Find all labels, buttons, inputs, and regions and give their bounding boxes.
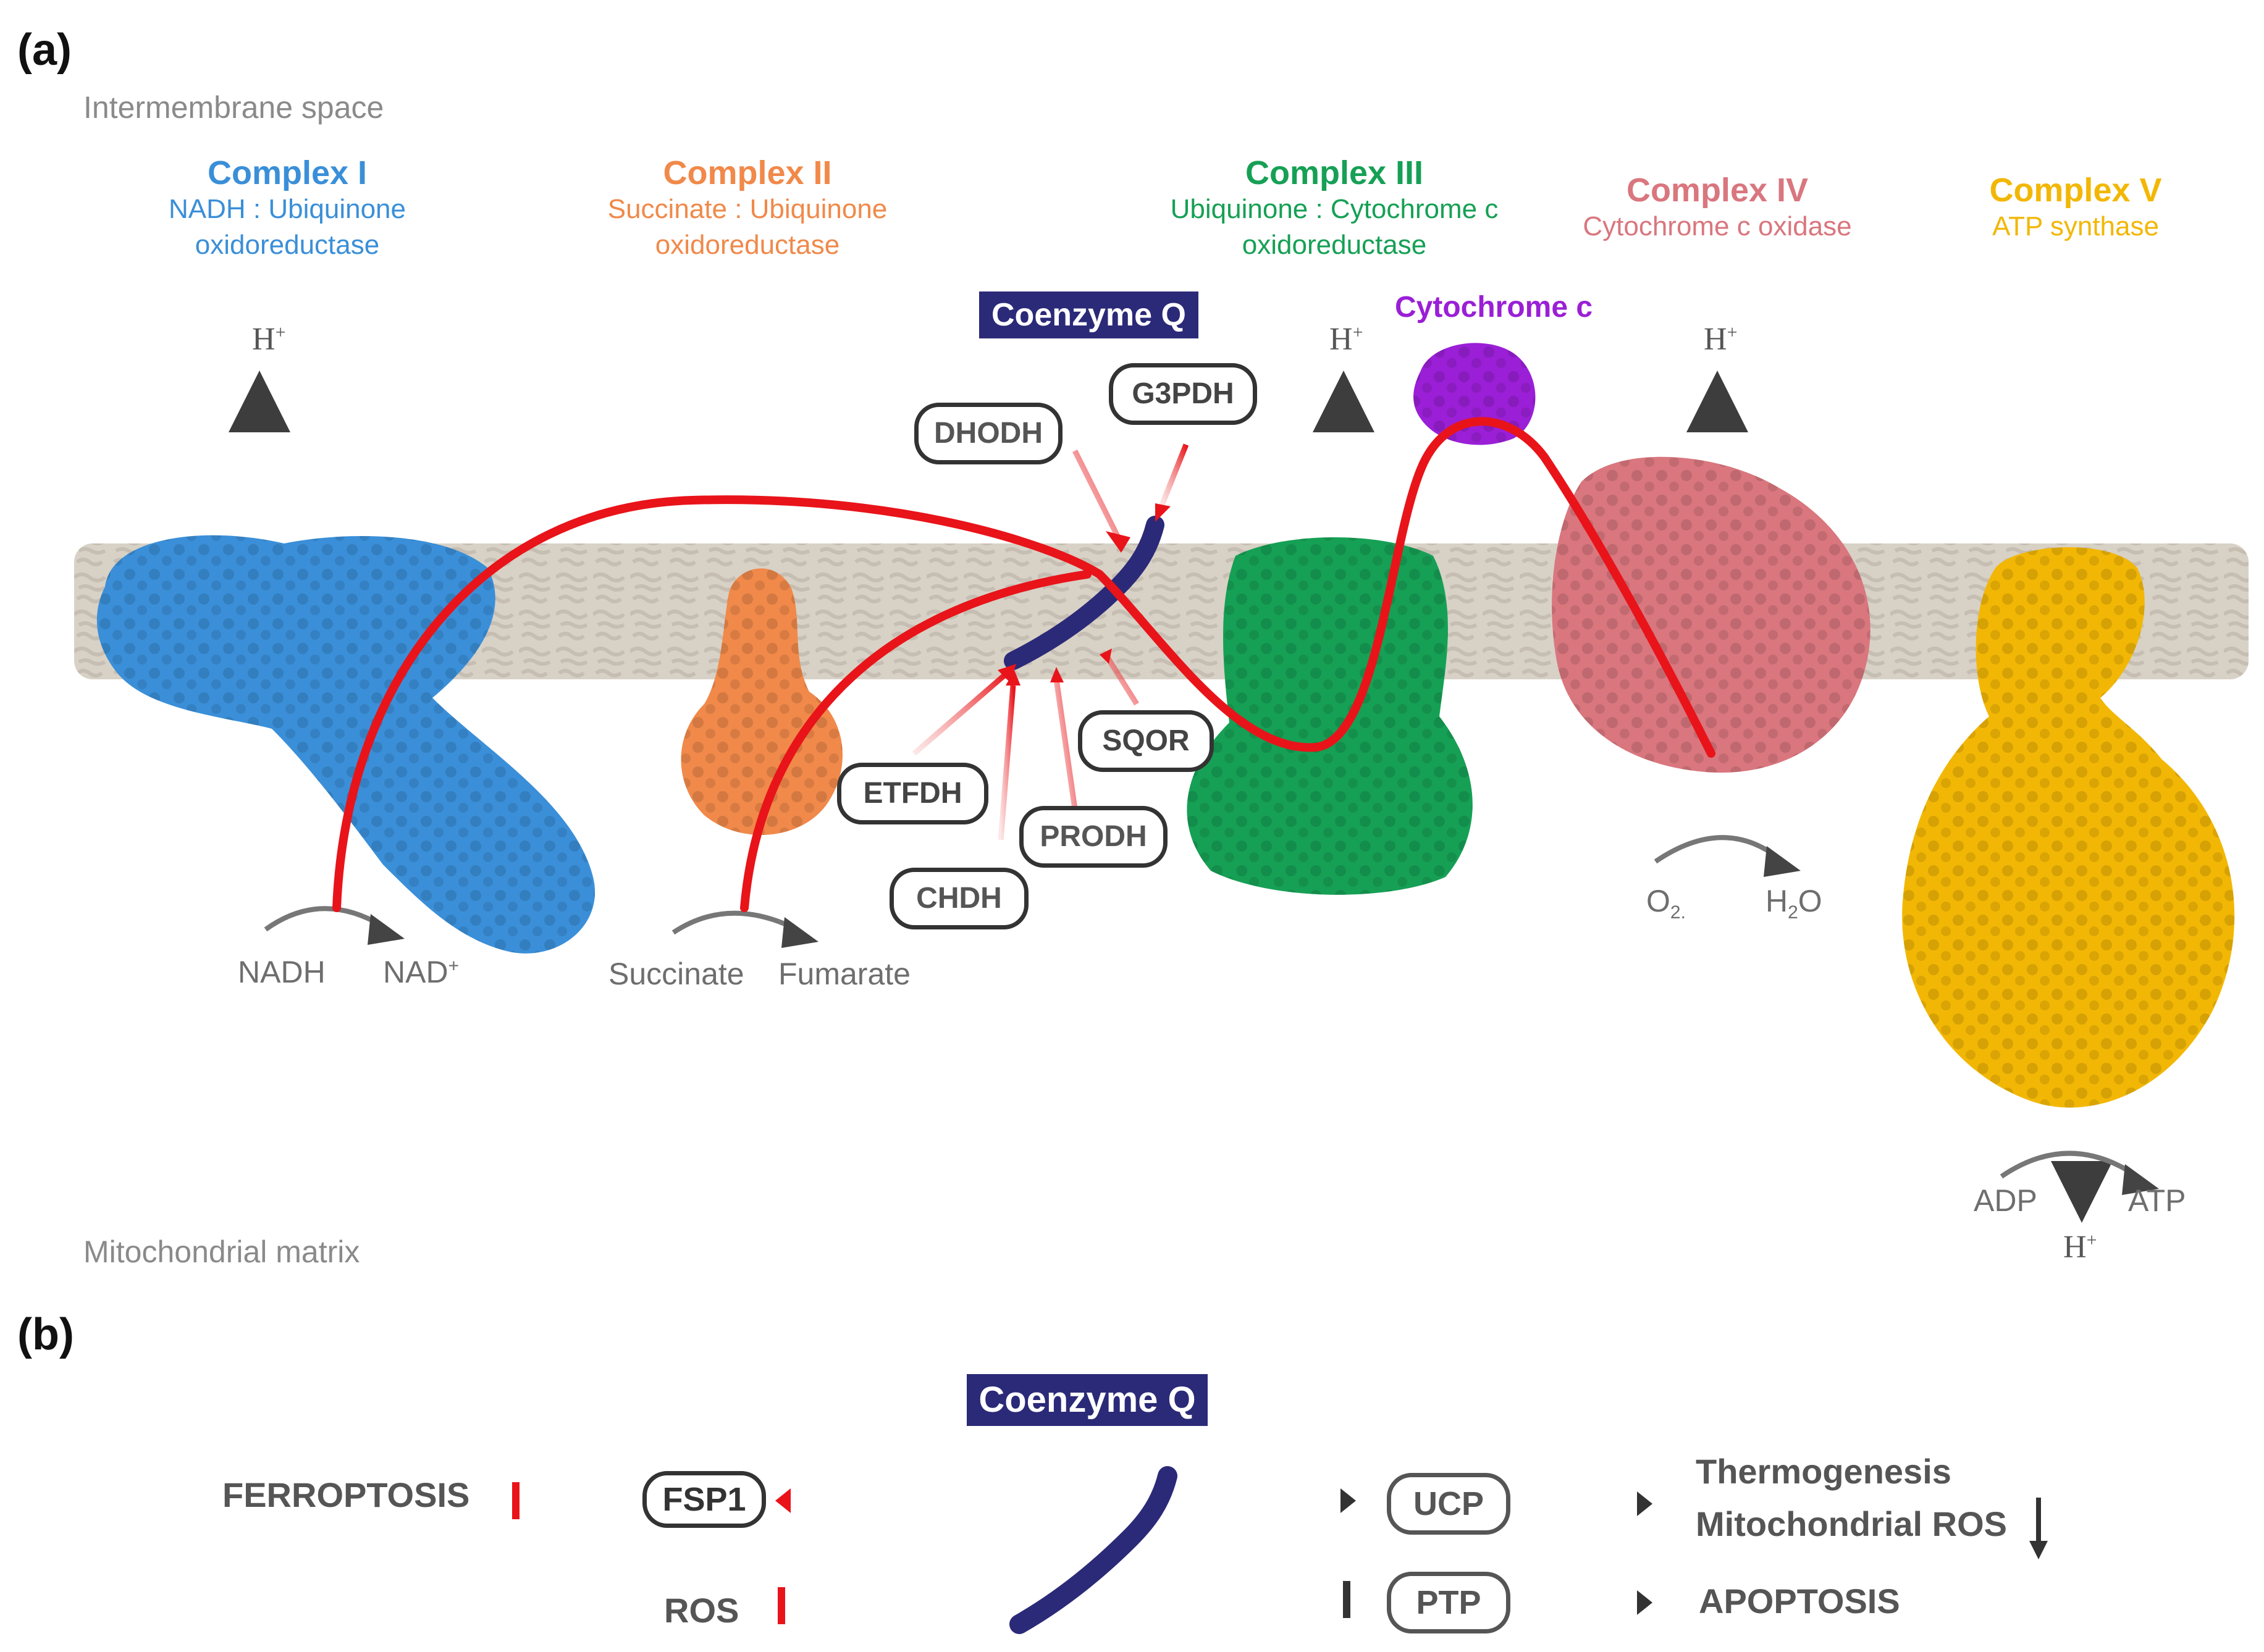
enzyme-g3pdh: G3PDH xyxy=(1109,363,1257,425)
proton-label-3: H+ xyxy=(1704,322,1738,357)
reaction-arrowhead-icon xyxy=(368,846,2159,1195)
enzyme-chdh: CHDH xyxy=(890,868,1029,929)
arrow-right-icon xyxy=(775,1488,896,1513)
complex-ii-label: Complex II Succinate : Ubiquinone oxidor… xyxy=(593,154,902,263)
nad-label: NAD+ xyxy=(383,955,460,989)
complex-i-structure xyxy=(96,535,595,954)
complex-iii-desc2: oxidoreductase xyxy=(1242,230,1427,260)
complex-v-desc1: ATP synthase xyxy=(1992,211,2159,241)
oxygen-label: O2. xyxy=(1646,884,1686,923)
coenzyme-q-molecule-b xyxy=(1009,1466,1177,1634)
arrow-right-icon xyxy=(1544,1491,1652,1516)
reaction-arrow-icon xyxy=(264,835,2139,1179)
complex-iii-name: Complex III xyxy=(1245,154,1424,191)
complex-ii-name: Complex II xyxy=(663,154,832,191)
cytochrome-c-structure xyxy=(1413,343,1536,445)
complex-v-structure xyxy=(1902,547,2235,1108)
complex-i-desc1: NADH : Ubiquinone xyxy=(169,194,406,224)
inhibition-bar-icon xyxy=(778,1587,890,1624)
proton-arrow-icon xyxy=(2051,371,2113,1223)
inhibition-bar-icon xyxy=(1235,1581,1350,1618)
fumarate-label: Fumarate xyxy=(778,957,911,991)
complex-iv-name: Complex IV xyxy=(1626,172,1809,209)
adp-label: ADP xyxy=(1974,1183,2037,1218)
atp-label: ATP xyxy=(2128,1183,2186,1218)
enzyme-dhodh: DHODH xyxy=(914,403,1063,464)
nadh-label: NADH xyxy=(238,955,326,989)
complex-iii-structure xyxy=(1187,537,1473,895)
complex-i-desc2: oxidoreductase xyxy=(195,230,380,260)
complex-v-name: Complex V xyxy=(1989,172,2162,209)
coenzyme-q-label-b: Coenzyme Q xyxy=(967,1374,1208,1426)
coenzyme-q-label: Coenzyme Q xyxy=(979,291,1198,338)
apoptosis-label: APOPTOSIS xyxy=(1699,1582,1900,1621)
enzyme-etfdh: ETFDH xyxy=(837,763,988,824)
arrow-down-icon xyxy=(2029,1498,2048,1559)
ptp-pill: PTP xyxy=(1387,1572,1510,1633)
panel-label-a: (a) xyxy=(17,25,72,75)
complex-v-label: Complex V ATP synthase xyxy=(1946,172,2205,245)
proton-arrow-icon xyxy=(1686,371,1748,963)
fsp1-pill: FSP1 xyxy=(642,1471,766,1528)
thermogenesis-label: Thermogenesis xyxy=(1696,1452,1951,1491)
mitochondrial-matrix-label: Mitochondrial matrix xyxy=(83,1235,360,1269)
intermembrane-space-label: Intermembrane space xyxy=(83,90,384,125)
proton-label-1: H+ xyxy=(252,322,286,357)
proton-label-4: H+ xyxy=(2063,1230,2097,1265)
enzyme-pointer-heads xyxy=(998,503,1171,686)
succinate-label: Succinate xyxy=(608,957,744,991)
complex-iv-desc1: Cytochrome c oxidase xyxy=(1583,211,1852,241)
complex-ii-desc2: oxidoreductase xyxy=(655,230,840,260)
panel-label-b: (b) xyxy=(17,1310,74,1359)
complex-iii-label: Complex III Ubiquinone : Cytochrome c ox… xyxy=(1161,154,1507,263)
ucp-pill: UCP xyxy=(1387,1473,1510,1535)
inhibition-bar-icon xyxy=(512,1482,624,1519)
proton-arrow-icon xyxy=(1313,371,1374,963)
enzyme-pointer-arrows xyxy=(912,443,1189,841)
enzyme-sqor: SQOR xyxy=(1078,710,1214,772)
proton-label-2: H+ xyxy=(1329,322,1363,357)
complex-ii-desc1: Succinate : Ubiquinone xyxy=(607,194,888,224)
complex-i-name: Complex I xyxy=(207,154,368,191)
arrow-right-icon xyxy=(1544,1590,1652,1615)
ros-label: ROS xyxy=(664,1591,739,1630)
water-label: H2O xyxy=(1765,884,1822,923)
complex-ii-structure xyxy=(681,568,843,836)
proton-arrow-icon xyxy=(229,371,290,926)
complex-iv-label: Complex IV Cytochrome c oxidase xyxy=(1569,172,1866,245)
cytochrome-c-label: Cytochrome c xyxy=(1395,291,1593,324)
complex-iii-desc1: Ubiquinone : Cytochrome c xyxy=(1170,194,1499,224)
mitochondrial-ros-label: Mitochondrial ROS xyxy=(1696,1504,2007,1543)
complex-i-label: Complex I NADH : Ubiquinone oxidoreducta… xyxy=(151,154,423,263)
enzyme-prodh: PRODH xyxy=(1019,806,1168,868)
arrow-right-icon xyxy=(1242,1488,1356,1513)
electron-path xyxy=(332,417,1715,912)
ferroptosis-label: FERROPTOSIS xyxy=(222,1475,470,1514)
